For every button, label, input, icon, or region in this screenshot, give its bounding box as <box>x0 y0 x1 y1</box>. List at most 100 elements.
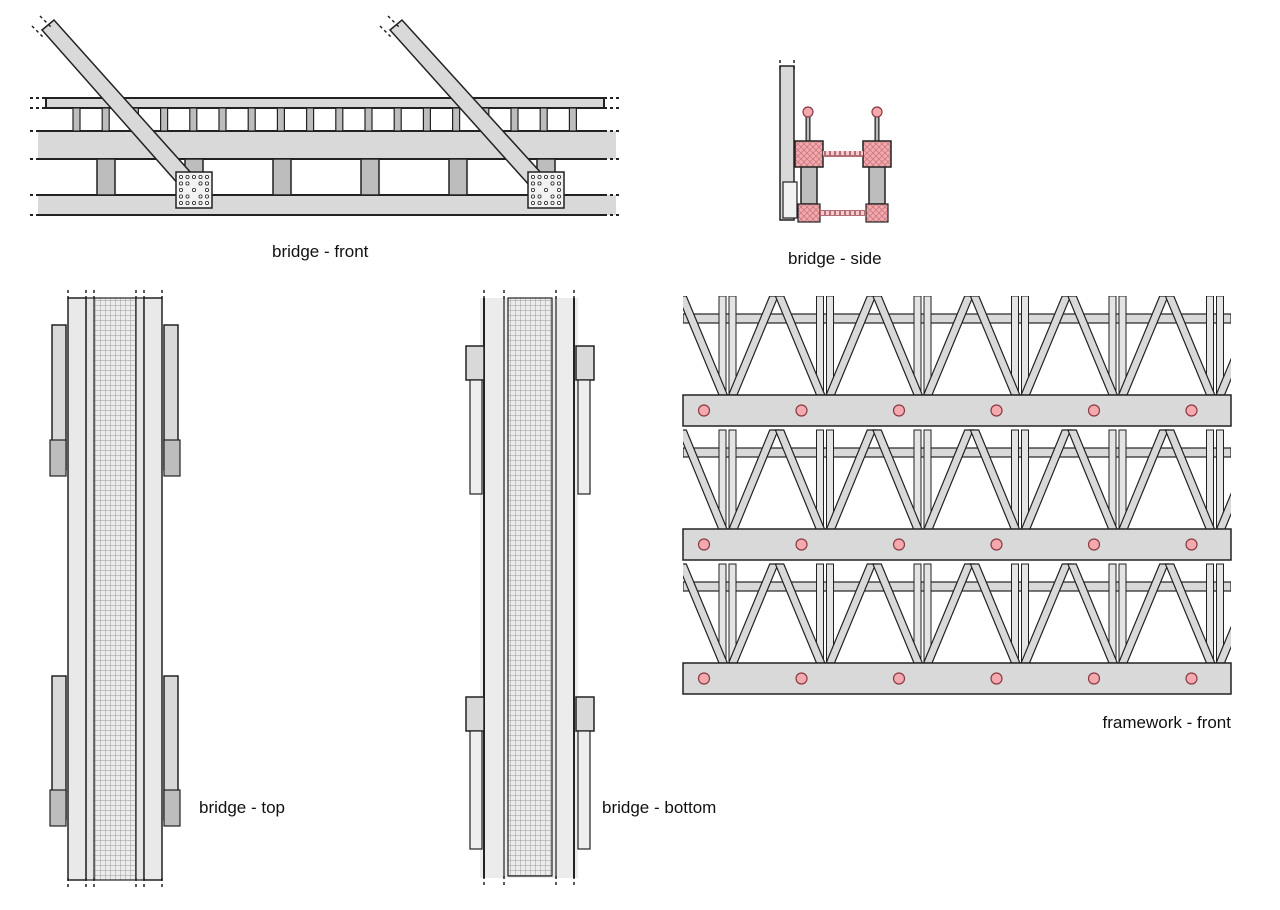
bolt-hole <box>557 182 560 185</box>
front-gusset-plate-right <box>528 172 564 208</box>
bolt-hole <box>179 182 182 185</box>
rail-post <box>453 108 460 131</box>
bolt-hole <box>205 188 208 191</box>
lattice-diagonal <box>631 430 681 530</box>
framework-beam <box>683 529 1231 560</box>
bolt-hole <box>531 182 534 185</box>
bolt-hole <box>205 175 208 178</box>
bolt-hole <box>551 201 554 204</box>
beam-bolt <box>894 673 905 684</box>
bolt-hole <box>557 201 560 204</box>
bolt-hole <box>551 175 554 178</box>
beam-bolt <box>991 673 1002 684</box>
rail-post <box>365 108 372 131</box>
beam-bolt <box>1186 405 1197 416</box>
bolt-hole <box>199 175 202 178</box>
beam-bolt <box>991 405 1002 416</box>
framework-front-view <box>622 296 1280 694</box>
rail-post <box>423 108 430 131</box>
lattice-post <box>622 564 629 663</box>
bolt-hole <box>199 182 202 185</box>
bolt-hole <box>179 188 182 191</box>
caption-bridge-bottom: bridge - bottom <box>602 798 716 817</box>
beam-bolt <box>699 673 710 684</box>
beam-bolt <box>1186 673 1197 684</box>
side-block-bottom-right <box>866 204 888 222</box>
beam-bolt <box>1089 673 1100 684</box>
rail-post <box>540 108 547 131</box>
framework-beam <box>683 663 1231 694</box>
lattice-diagonal <box>1263 564 1280 663</box>
bolt-hole <box>186 195 189 198</box>
caption-bridge-top: bridge - top <box>199 798 285 817</box>
beam-bolt <box>796 673 807 684</box>
bolt-hole <box>199 195 202 198</box>
bolt-hole <box>205 201 208 204</box>
bridge-top-view <box>50 290 180 888</box>
side-block-top-left <box>795 141 823 167</box>
bolt-hole <box>192 175 195 178</box>
rail-post <box>569 108 576 131</box>
beam-bolt <box>1186 539 1197 550</box>
bolt-hole <box>557 195 560 198</box>
rail-post <box>277 108 284 131</box>
bridge-front-view <box>30 16 620 215</box>
rail-post <box>73 108 80 131</box>
beam-bolt <box>1089 539 1100 550</box>
bolt-hole <box>192 188 195 191</box>
beam-bolt <box>796 539 807 550</box>
bolt-hole <box>538 175 541 178</box>
bolt-hole <box>179 175 182 178</box>
bolt-hole <box>199 201 202 204</box>
bolt-hole <box>557 175 560 178</box>
beam-bolt <box>796 405 807 416</box>
caption-bridge-front: bridge - front <box>272 242 369 261</box>
bolt-hole <box>544 201 547 204</box>
beam-bolt <box>699 405 710 416</box>
lattice-diagonal <box>1263 296 1280 395</box>
side-chain-bottom <box>820 210 866 216</box>
side-knob-left <box>803 107 813 117</box>
side-block-bottom-left <box>798 204 820 222</box>
beam-bolt <box>1089 405 1100 416</box>
rail-post <box>307 108 314 131</box>
lattice-post <box>632 564 639 663</box>
rail-post <box>511 108 518 131</box>
lattice-diagonal <box>631 564 681 663</box>
bolt-hole <box>538 182 541 185</box>
side-chain-top <box>823 151 863 157</box>
bolt-hole <box>531 201 534 204</box>
bolt-hole <box>186 175 189 178</box>
bolt-hole <box>551 195 554 198</box>
framework-beam <box>683 395 1231 426</box>
rail-post <box>102 108 109 131</box>
lattice-post <box>632 430 639 530</box>
lattice-post <box>622 296 629 395</box>
beam-bolt <box>894 405 905 416</box>
caption-bridge-side: bridge - side <box>788 249 882 268</box>
bolt-hole <box>531 188 534 191</box>
lattice-diagonal <box>631 296 681 395</box>
bolt-hole <box>531 175 534 178</box>
framework-lattice <box>622 296 1280 663</box>
side-knob-right <box>872 107 882 117</box>
bolt-hole <box>531 195 534 198</box>
bolt-hole <box>179 201 182 204</box>
rail-post <box>219 108 226 131</box>
side-block-top-right <box>863 141 891 167</box>
bolt-hole <box>544 175 547 178</box>
bolt-hole <box>186 201 189 204</box>
bolt-hole <box>538 201 541 204</box>
bridge-bottom-view <box>466 290 594 886</box>
rail-post <box>161 108 168 131</box>
rail-post <box>190 108 197 131</box>
bolt-hole <box>557 188 560 191</box>
top-mesh-deck <box>94 298 136 880</box>
beam-bolt <box>894 539 905 550</box>
bolt-hole <box>192 201 195 204</box>
bolt-hole <box>551 182 554 185</box>
bolt-hole <box>205 195 208 198</box>
bolt-hole <box>179 195 182 198</box>
lattice-post <box>622 430 629 530</box>
